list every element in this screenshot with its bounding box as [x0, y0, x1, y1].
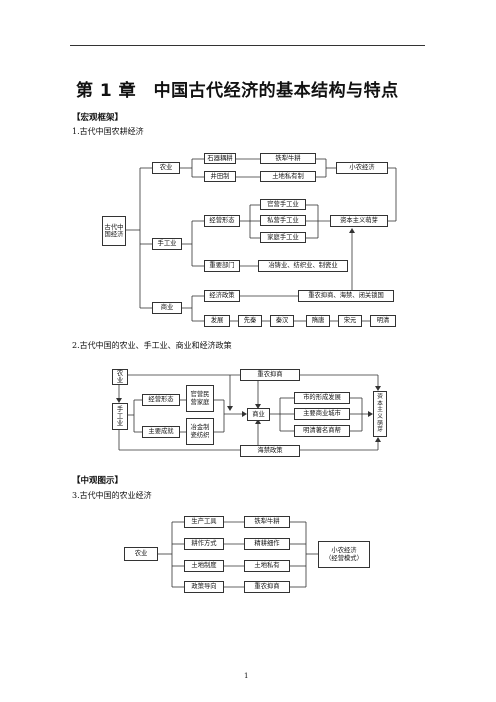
- d3-agriculture-box: 农业: [124, 547, 158, 561]
- d1-commerce-box: 商业: [152, 302, 182, 314]
- d2-capitalism-box: 资本主义萌芽: [373, 391, 387, 437]
- d1-policy-list-box: 重农抑商、海禁、闭关锁国: [298, 290, 394, 302]
- d1-ming-qing-box: 明清: [370, 315, 396, 327]
- d3-private-land-box: 土地私有: [244, 560, 290, 572]
- d1-song-yuan-box: 宋元: [338, 315, 362, 327]
- d1-agriculture-box: 农业: [152, 162, 180, 174]
- chapter-title: 第 1 章 中国古代经济的基本结构与特点: [76, 81, 399, 101]
- d1-qin-han-box: 秦汉: [270, 315, 294, 327]
- d3-small-farm-box: 小农经济 （经营模式）: [318, 541, 370, 568]
- d1-mgmt-form-box: 经营形态: [204, 215, 240, 227]
- d2-handicraft-box: 手工业: [112, 403, 128, 430]
- d1-handicraft-box: 手工业: [152, 238, 182, 250]
- d1-pre-qin-box: 先秦: [238, 315, 262, 327]
- d1-econ-policy-box: 经济政策: [204, 290, 240, 302]
- d1-well-field-box: 井田制: [204, 171, 236, 182]
- sec2-caption: 2.古代中国的农业、手工业、商业和经济政策: [72, 341, 232, 350]
- d2-achievements-box: 主要成就: [142, 426, 180, 438]
- d2-agriculture-box: 农业: [112, 369, 128, 385]
- d2-agri-policy-box: 重农抑商: [240, 369, 300, 381]
- d3-farming-box: 耕作方式: [184, 538, 224, 550]
- d3-iron-ox-box: 铁犁牛耕: [244, 516, 290, 528]
- d3-tools-box: 生产工具: [184, 516, 224, 528]
- section-header-meso: 【中观图示】: [72, 476, 124, 486]
- d1-tools-box: 石器耦耕: [204, 153, 236, 164]
- d1-capitalism-box: 资本主义萌芽: [330, 215, 388, 227]
- d3-agri-policy-box: 重农抑商: [244, 581, 290, 593]
- sec1-caption: 1.古代中国农耕经济: [72, 127, 144, 136]
- header-rule: [70, 45, 425, 46]
- d2-ach-items-box: 冶金制瓷纺织: [186, 418, 214, 445]
- d1-private-craft-box: 私营手工业: [260, 215, 306, 226]
- d1-development-box: 发展: [204, 315, 230, 327]
- d1-root-box: 古代中国经济: [102, 216, 126, 246]
- d2-mgmt-form-box: 经营形态: [142, 394, 180, 406]
- d1-sectors-list-box: 冶铸业、纺织业、制瓷业: [258, 260, 348, 272]
- d2-city-dev-box: 市的形成发展: [294, 392, 350, 404]
- section-header-macro: 【宏观框架】: [72, 113, 124, 123]
- d1-small-farm-box: 小农经济: [336, 162, 388, 174]
- d1-official-craft-box: 官营手工业: [260, 199, 306, 210]
- d2-major-cities-box: 主要商业城市: [294, 408, 350, 420]
- d3-land-system-box: 土地制度: [184, 560, 224, 572]
- d2-commerce-box: 商业: [247, 408, 270, 421]
- sec3-caption: 3.古代中国的农业经济: [72, 491, 152, 500]
- d3-small-farm-label: 小农经济: [331, 547, 357, 555]
- d1-home-craft-box: 家庭手工业: [260, 232, 306, 243]
- d3-policy-box: 政策导向: [184, 581, 224, 593]
- d1-key-sectors-box: 重要部门: [204, 260, 240, 272]
- d3-intensive-box: 精耕细作: [244, 538, 290, 550]
- d1-private-land-box: 土地私有制: [260, 171, 316, 182]
- d2-sea-ban-box: 海禁政策: [240, 445, 300, 457]
- d1-iron-ox-box: 铁犁牛耕: [260, 153, 316, 164]
- d2-mgmt-types-box: 官营民营家庭: [186, 385, 214, 412]
- d1-sui-tang-box: 隋唐: [306, 315, 330, 327]
- page-number: 1: [244, 672, 249, 680]
- d3-mode-label: （经营模式）: [325, 554, 363, 562]
- d2-ming-qing-gangs-box: 明清著名商帮: [294, 425, 350, 437]
